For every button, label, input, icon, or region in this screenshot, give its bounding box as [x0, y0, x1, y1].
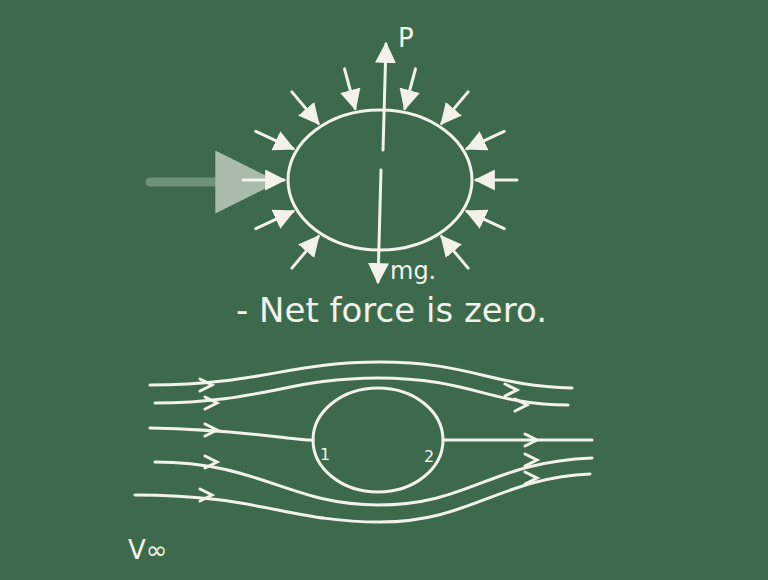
flow-arrow — [515, 399, 527, 411]
pressure-arrow — [292, 237, 318, 268]
pressure-arrow — [243, 179, 284, 182]
flow-arrow — [205, 424, 217, 436]
pressure-arrow — [476, 179, 517, 182]
flow-arrow — [525, 472, 537, 484]
flow-arrow — [205, 397, 217, 409]
pressure-arrow — [467, 211, 504, 228]
cylinder-circle — [313, 388, 443, 492]
streamline — [150, 428, 313, 440]
flow-arrow — [205, 456, 217, 468]
force-line-down — [378, 170, 381, 282]
streamline — [443, 439, 592, 442]
pressure-arrow — [405, 69, 416, 109]
pressure-arrow — [256, 131, 293, 148]
point-number: 2 — [424, 448, 434, 466]
force-line-up — [383, 44, 386, 150]
streamline — [135, 474, 590, 522]
flow-arrow — [200, 379, 212, 391]
point-number: 1 — [320, 446, 330, 464]
pressure-arrow — [256, 211, 293, 228]
pressure-arrow — [442, 237, 468, 268]
force-label: mg. — [390, 258, 436, 284]
flow-arrow — [525, 434, 537, 446]
pressure-arrow — [292, 92, 318, 123]
flow-arrow — [200, 489, 212, 501]
pressure-arrow — [467, 131, 504, 148]
pressure-arrow — [345, 69, 356, 109]
pressure-arrow — [442, 92, 468, 123]
force-label: P — [398, 24, 414, 53]
flow-arrow — [505, 384, 517, 396]
note-text: - Net force is zero. — [236, 292, 547, 329]
flow-arrow — [525, 454, 537, 466]
streamline — [155, 378, 568, 405]
velocity-label: V∞ — [128, 536, 167, 565]
